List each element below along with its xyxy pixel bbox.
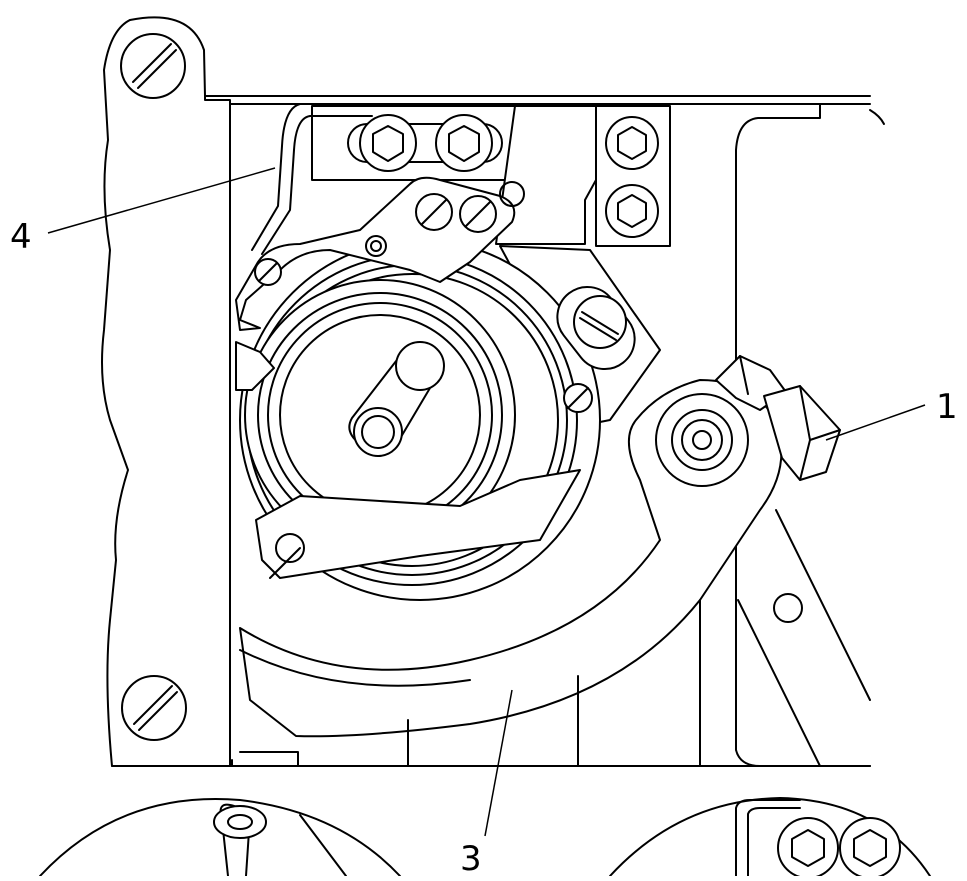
left-detail-circle (39, 798, 401, 877)
hex-screw (605, 184, 659, 238)
hex-screw (359, 114, 417, 172)
lever-arm (239, 379, 783, 738)
bobbin-case-opener (235, 176, 525, 331)
opener-screw (254, 258, 282, 286)
small-screw (563, 383, 593, 413)
leader-line-3 (484, 689, 513, 837)
hook-base-screw (556, 285, 636, 371)
leader-line-4 (47, 167, 276, 234)
hook-left-tab (235, 341, 275, 391)
lower-posts (231, 675, 579, 767)
hex-screw (605, 116, 659, 170)
hex-nut-adjuster (715, 355, 841, 481)
lower-right-linkage (699, 509, 871, 767)
slotted-screw-top-left (120, 33, 186, 99)
right-bracket (735, 103, 885, 767)
hex-screw (435, 114, 493, 172)
thread-guide-wire (251, 103, 373, 255)
callout-1: 1 (936, 387, 958, 427)
right-detail-circle (609, 797, 931, 879)
callout-3: 3 (460, 839, 482, 876)
callout-4: 4 (10, 217, 32, 257)
hook-point (255, 469, 581, 579)
bobbin-latch (348, 341, 445, 457)
slotted-screw-bottom-left (121, 675, 187, 741)
leader-line-1 (825, 404, 926, 441)
leader-lines (47, 167, 926, 837)
